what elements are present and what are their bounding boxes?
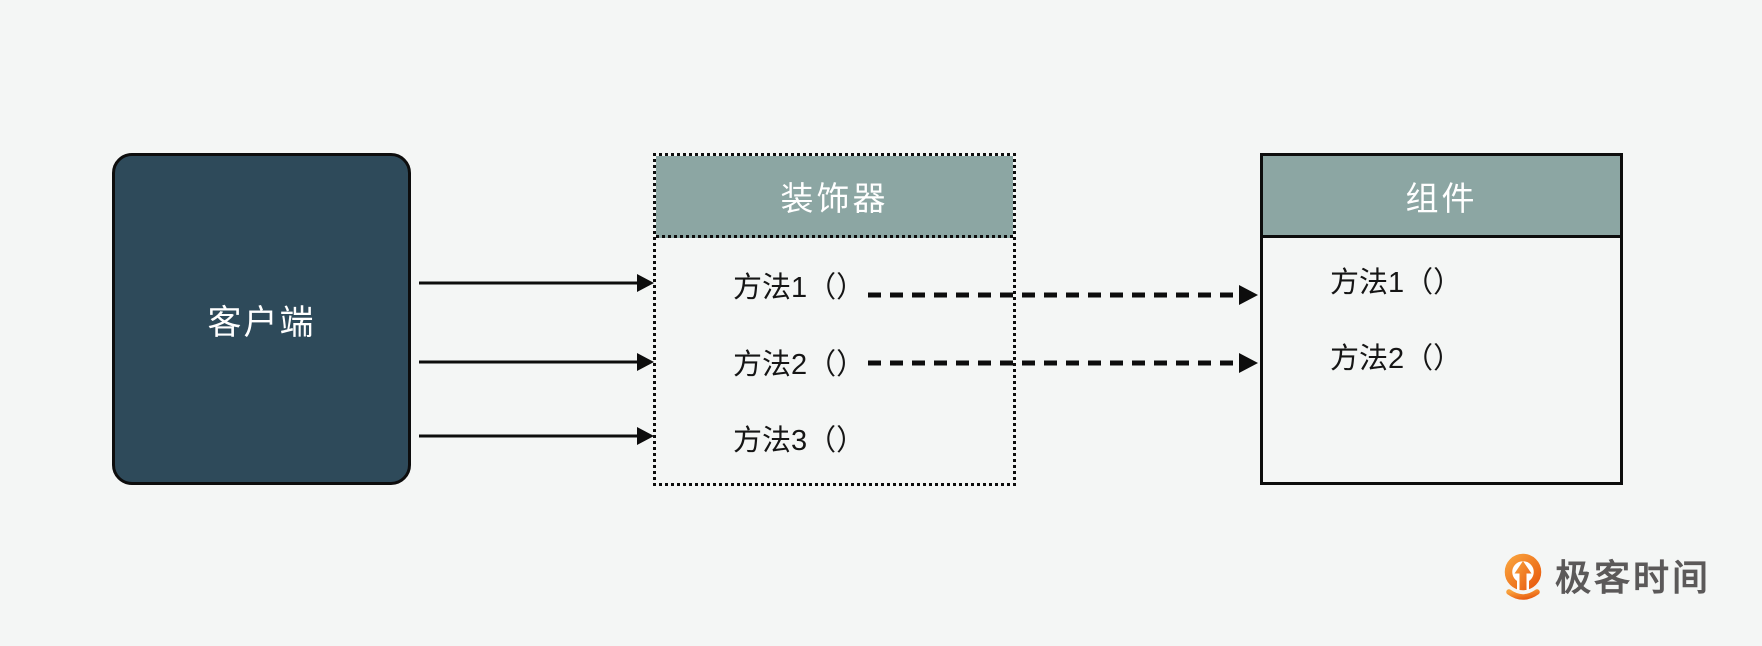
arrow-line — [419, 434, 640, 438]
geektime-logo-text: 极客时间 — [1555, 557, 1712, 598]
decorator-header: 装饰器 — [656, 156, 1013, 238]
arrow-line — [419, 360, 640, 364]
arrow-client-to-decorator-3 — [419, 425, 654, 447]
decorator-method-2: 方法2（） — [733, 349, 866, 381]
component-method-1: 方法1（） — [1330, 267, 1463, 299]
geektime-logo: 极客时间 — [1500, 552, 1711, 604]
component-header: 组件 — [1263, 156, 1620, 238]
decorator-method-3: 方法3（） — [733, 425, 866, 457]
decorator-title: 装饰器 — [780, 179, 889, 217]
arrow-dashed-line — [868, 292, 1240, 298]
component-box: 组件 方法1（） 方法2（） — [1260, 153, 1623, 485]
arrowhead-icon — [637, 274, 654, 292]
client-box: 客户端 — [112, 153, 411, 485]
component-method-2: 方法2（） — [1330, 343, 1463, 375]
arrowhead-icon — [1239, 353, 1258, 373]
decorator-box: 装饰器 方法1（） 方法2（） 方法3（） — [653, 153, 1016, 486]
arrow-line — [419, 281, 640, 285]
component-title: 组件 — [1405, 179, 1478, 217]
geektime-pin-icon — [1504, 553, 1542, 600]
arrow-decorator-to-component-2 — [868, 352, 1258, 374]
decorator-method-1: 方法1（） — [733, 272, 866, 304]
arrowhead-icon — [637, 427, 654, 445]
arrowhead-icon — [637, 353, 654, 371]
client-label: 客户端 — [207, 303, 316, 342]
arrow-dashed-line — [868, 360, 1240, 366]
arrow-decorator-to-component-1 — [868, 284, 1258, 306]
arrow-client-to-decorator-2 — [419, 351, 654, 373]
arrow-client-to-decorator-1 — [419, 272, 654, 294]
arrowhead-icon — [1239, 285, 1258, 305]
